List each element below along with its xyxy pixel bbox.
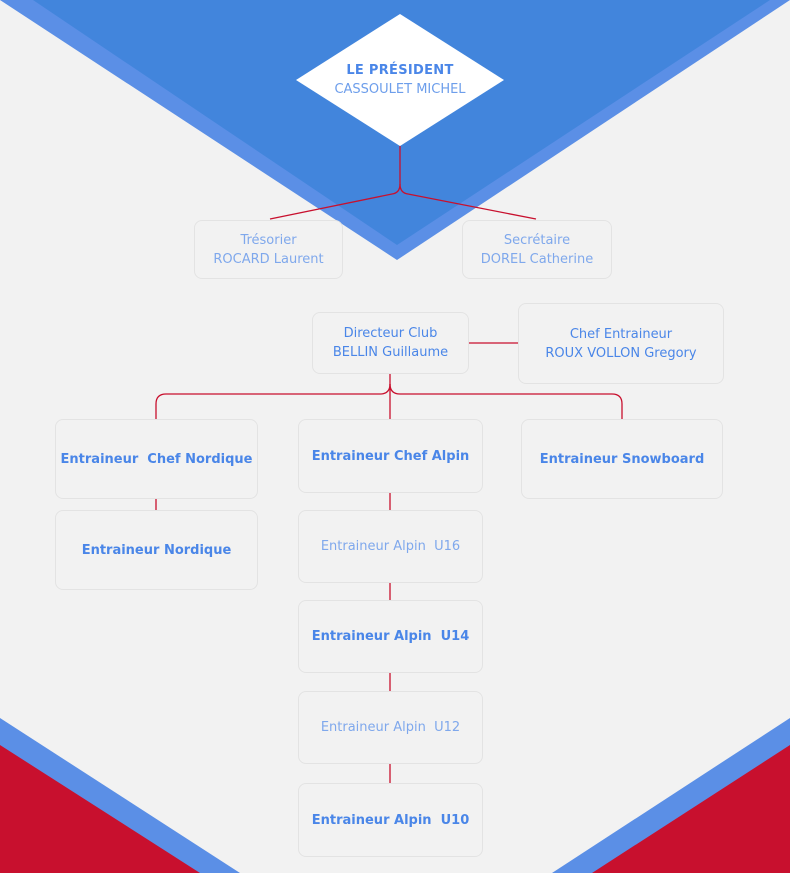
bottom-right-red bbox=[592, 745, 790, 873]
connector-directeur-nordique bbox=[155, 374, 391, 419]
tresorier-name: ROCARD Laurent bbox=[213, 251, 324, 267]
alpin-u14-node: Entraineur Alpin U14 bbox=[298, 600, 483, 673]
nordique-label: Entraineur Nordique bbox=[81, 542, 232, 558]
president-diamond bbox=[296, 14, 504, 146]
directeur-node: Directeur Club BELLIN Guillaume bbox=[312, 312, 469, 374]
alpin-u14-label: Entraineur Alpin U14 bbox=[311, 629, 470, 644]
alpin-u10-node: Entraineur Alpin U10 bbox=[298, 783, 483, 857]
alpin-u16-node: Entraineur Alpin U16 bbox=[298, 510, 483, 583]
connector-president-secretaire bbox=[399, 183, 537, 220]
connector-directeur-snowboard bbox=[389, 383, 623, 419]
president-title: LE PRÉSIDENT bbox=[346, 63, 454, 78]
nordique-node: Entraineur Nordique bbox=[55, 510, 258, 590]
alpin-u12-node: Entraineur Alpin U12 bbox=[298, 691, 483, 764]
directeur-role: Directeur Club bbox=[343, 326, 438, 341]
snowboard-node: Entraineur Snowboard bbox=[521, 419, 723, 499]
secretaire-role: Secrétaire bbox=[503, 232, 571, 248]
chef-entraineur-node: Chef Entraineur ROUX VOLLON Gregory bbox=[518, 303, 724, 384]
alpin-chef-node: Entraineur Chef Alpin bbox=[298, 419, 483, 493]
chef-entraineur-role: Chef Entraineur bbox=[569, 326, 673, 342]
nordique-chef-node: Entraineur Chef Nordique bbox=[55, 419, 258, 499]
alpin-u12-label: Entraineur Alpin U12 bbox=[320, 720, 461, 735]
alpin-u16-label: Entraineur Alpin U16 bbox=[320, 539, 461, 554]
tresorier-node: Trésorier ROCARD Laurent bbox=[194, 220, 343, 279]
president-node: LE PRÉSIDENT CASSOULET MICHEL bbox=[296, 14, 504, 146]
alpin-chef-label: Entraineur Chef Alpin bbox=[311, 448, 470, 464]
chef-entraineur-name: ROUX VOLLON Gregory bbox=[545, 345, 697, 361]
president-name: CASSOULET MICHEL bbox=[334, 82, 466, 97]
bottom-left-red bbox=[0, 745, 200, 873]
directeur-name: BELLIN Guillaume bbox=[332, 345, 449, 360]
alpin-u10-label: Entraineur Alpin U10 bbox=[311, 812, 470, 828]
snowboard-label: Entraineur Snowboard bbox=[539, 451, 705, 467]
secretaire-node: Secrétaire DOREL Catherine bbox=[462, 220, 612, 279]
nordique-chef-label: Entraineur Chef Nordique bbox=[60, 451, 253, 467]
tresorier-role: Trésorier bbox=[240, 232, 297, 248]
connectors bbox=[155, 146, 623, 783]
secretaire-name: DOREL Catherine bbox=[480, 251, 594, 267]
